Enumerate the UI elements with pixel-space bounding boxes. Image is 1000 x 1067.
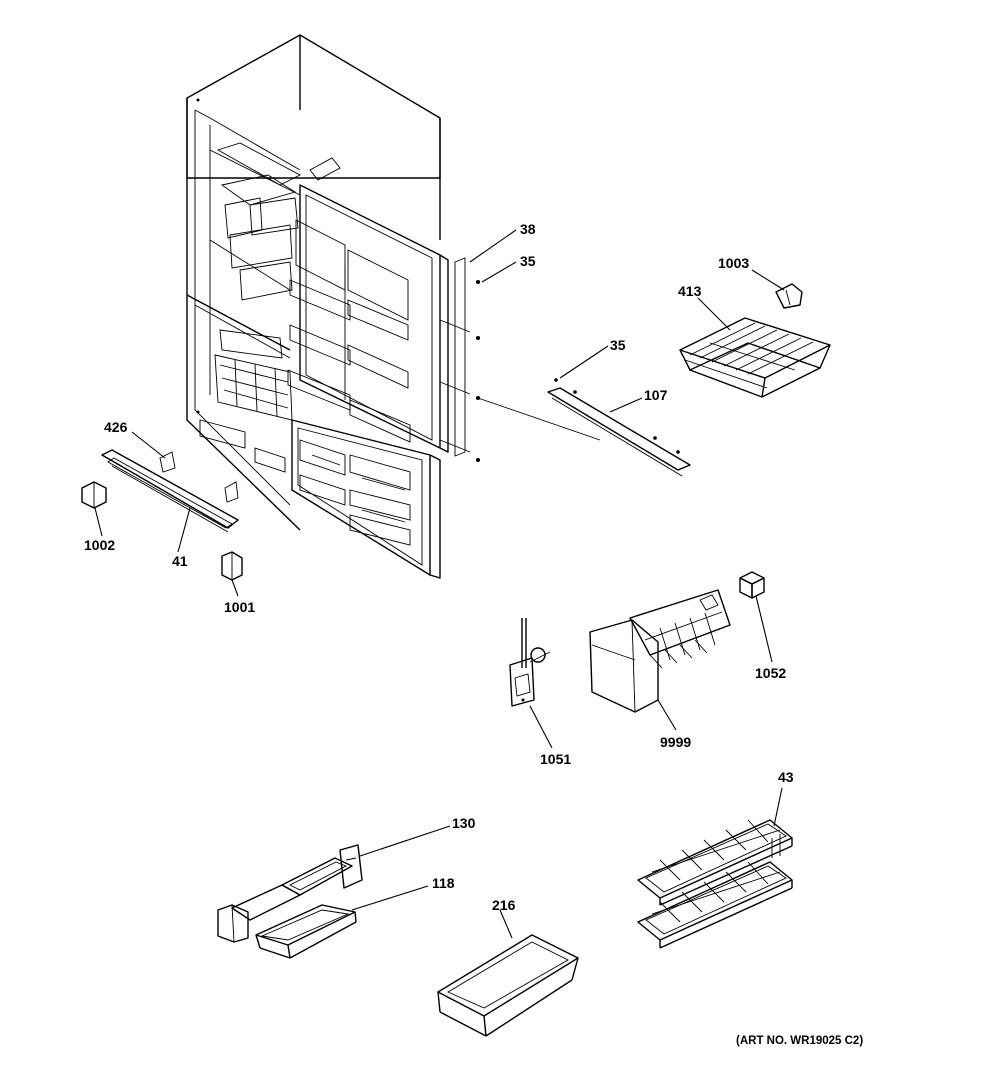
ice-maker-9999 — [589, 589, 731, 713]
bin-118 — [217, 884, 357, 959]
callout-41: 41 — [172, 553, 188, 569]
callout-1001: 1001 — [224, 599, 255, 615]
callout-216: 216 — [492, 897, 516, 913]
shelf-130 — [281, 844, 363, 896]
callout-1052: 1052 — [755, 665, 786, 681]
callout-35-upper: 35 — [520, 253, 536, 269]
callout-1003: 1003 — [718, 255, 749, 271]
kickplate-41 — [101, 449, 239, 533]
callout-107: 107 — [644, 387, 668, 403]
callout-1002: 1002 — [84, 537, 115, 553]
ice-trays-43 — [637, 819, 793, 949]
callout-413: 413 — [678, 283, 702, 299]
cube-1052 — [739, 571, 765, 599]
hinge-strip — [439, 257, 480, 462]
refrigerator-cabinet — [186, 34, 441, 531]
rail-107 — [477, 378, 691, 477]
end-cap-1002 — [81, 481, 107, 509]
clip-1003 — [775, 283, 803, 309]
callout-9999: 9999 — [660, 734, 691, 750]
callout-43: 43 — [778, 769, 794, 785]
callout-1051: 1051 — [540, 751, 571, 767]
tray-216 — [437, 934, 579, 1037]
callout-130: 130 — [452, 815, 476, 831]
callout-38: 38 — [520, 221, 536, 237]
callout-118: 118 — [432, 875, 455, 891]
refrigerator-doors — [287, 184, 449, 579]
callout-35-lower: 35 — [610, 337, 626, 353]
water-valve-1051 — [509, 618, 551, 707]
callout-426: 426 — [104, 419, 128, 435]
leader-lines — [94, 229, 785, 939]
end-cap-1001 — [221, 551, 243, 581]
art-number: (ART NO. WR19025 C2) — [736, 1035, 863, 1047]
callout-labels: 38 35 1003 413 35 107 426 1002 41 1001 1… — [84, 221, 794, 913]
wire-basket-413 — [679, 317, 831, 398]
